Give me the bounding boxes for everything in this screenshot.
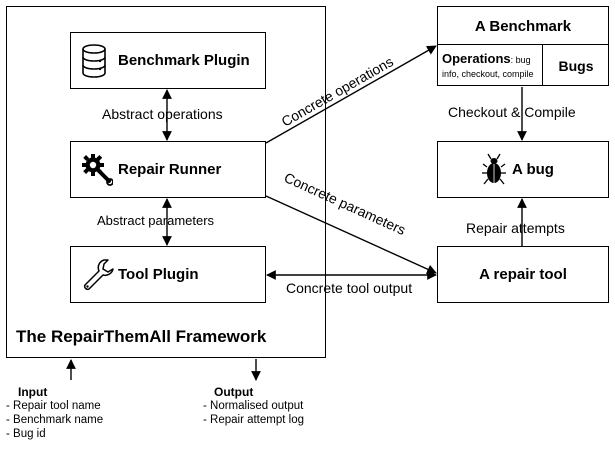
benchmark-plugin-label: Benchmark Plugin: [118, 52, 250, 69]
tool-plugin-box: Tool Plugin: [70, 246, 266, 303]
wrench-icon: [82, 258, 114, 297]
bug-box: A bug: [437, 141, 609, 198]
bug-label: A bug: [512, 161, 554, 178]
abstract-parameters-label: Abstract parameters: [97, 213, 215, 228]
checkout-compile-label: Checkout & Compile: [448, 104, 576, 120]
bug-icon: [482, 153, 506, 192]
concrete-operations-label: Concrete operations: [279, 53, 396, 129]
benchmark-box: A Benchmark Operations: bug info, checko…: [437, 6, 609, 86]
input-block: Input - Repair tool name - Benchmark nam…: [6, 385, 103, 441]
operations-detail-1: : bug: [510, 55, 531, 65]
database-icon: [81, 44, 107, 83]
concrete-operations-arrow: [265, 45, 437, 144]
bugs-cell: Bugs: [558, 57, 594, 74]
benchmark-title: A Benchmark: [474, 17, 572, 35]
repair-tool-box: A repair tool: [437, 246, 609, 303]
framework-title: The RepairThemAll Framework: [16, 327, 267, 346]
operations-detail-2: info, checkout, compile: [442, 69, 534, 79]
repair-attempts-label: Repair attempts: [466, 220, 565, 236]
concrete-parameters-label: Concrete parameters: [282, 169, 408, 238]
tool-plugin-label: Tool Plugin: [118, 266, 199, 283]
repair-runner-label: Repair Runner: [118, 161, 222, 178]
concrete-tool-output-label: Concrete tool output: [286, 280, 413, 296]
benchmark-plugin-box: Benchmark Plugin: [70, 32, 266, 89]
input-item: - Repair tool name: [6, 400, 101, 412]
input-item: - Bug id: [6, 428, 46, 440]
output-item: - Repair attempt log: [203, 414, 304, 426]
output-block: Output - Normalised output - Repair atte…: [203, 385, 304, 427]
operations-label: Operations: [442, 51, 511, 66]
input-item: - Benchmark name: [6, 414, 104, 426]
operations-cell: Operations: bug info, checkout, compile: [442, 50, 542, 79]
input-title: Input: [18, 385, 48, 399]
output-title: Output: [214, 385, 254, 399]
output-item: - Normalised output: [203, 400, 304, 412]
gear-wrench-icon: [81, 153, 114, 192]
concrete-parameters-arrow: [265, 195, 437, 274]
repair-runner-box: Repair Runner: [70, 141, 266, 198]
